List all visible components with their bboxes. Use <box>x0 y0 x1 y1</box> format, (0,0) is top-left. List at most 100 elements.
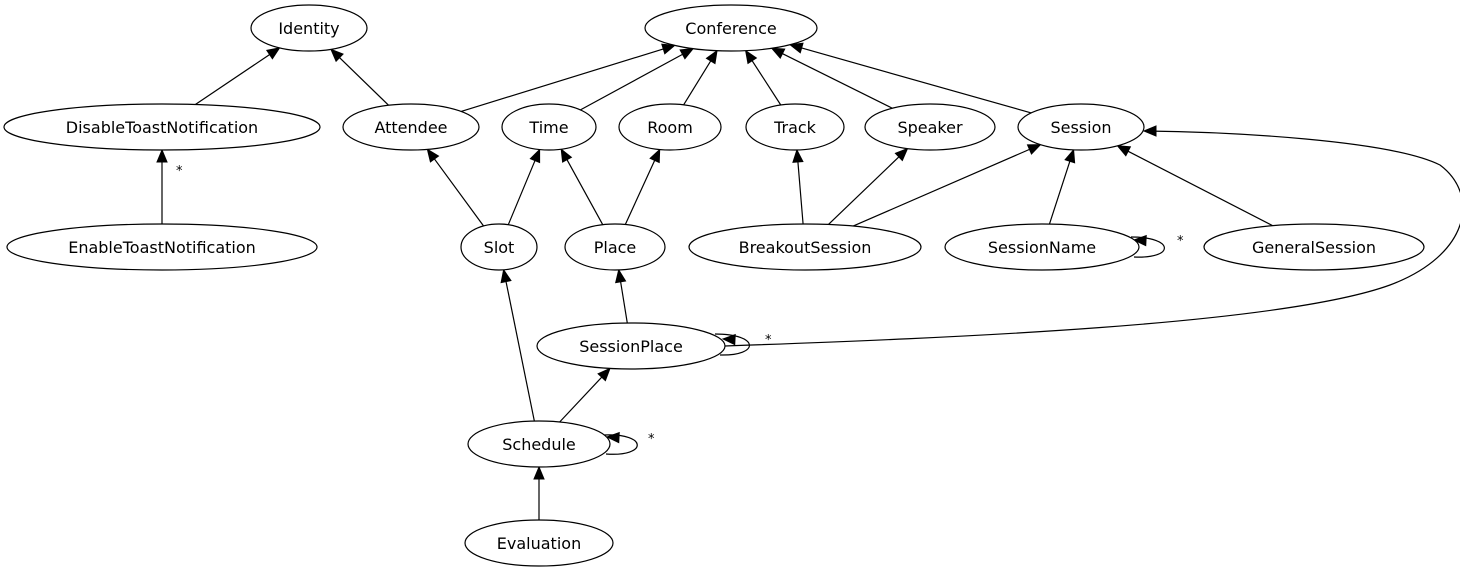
node-shape <box>501 103 597 151</box>
edge-line <box>781 52 893 109</box>
arrowhead <box>1026 144 1042 155</box>
node-shape <box>342 103 480 151</box>
multiplicity-label: * <box>765 333 772 348</box>
node-label: GeneralSession <box>1252 238 1376 257</box>
node-label: Schedule <box>502 435 576 454</box>
edge-line <box>460 48 665 113</box>
node-shape <box>644 4 818 52</box>
arrowhead <box>1132 234 1147 247</box>
edge-sessionplace-to-place <box>615 268 628 324</box>
edge-line <box>580 53 684 111</box>
edge-session-to-conference <box>788 42 1032 114</box>
arrowhead <box>1064 148 1076 164</box>
node-label: EnableToastNotification <box>68 238 256 257</box>
arrowhead <box>705 49 718 65</box>
node-label: Time <box>528 118 568 137</box>
edge-slot-to-attendee <box>426 148 485 227</box>
node-shape <box>1203 223 1425 271</box>
node-shape <box>618 103 722 151</box>
edge-room-to-conference <box>683 49 718 106</box>
node-time: Time <box>501 103 597 151</box>
node-breakout: BreakoutSession <box>688 223 922 271</box>
arrowhead <box>792 148 804 163</box>
edge-schedule-to-sessionplace <box>559 367 611 423</box>
nodes-layer: Identity ConferenceDisableToastNotificati… <box>3 4 1425 567</box>
edge-line <box>1048 160 1071 225</box>
node-label: Slot <box>484 238 515 257</box>
edge-place-to-time <box>560 148 604 225</box>
edge-slot-to-time <box>507 148 541 225</box>
node-evaluation: Evaluation <box>464 519 614 567</box>
node-shape <box>745 103 845 151</box>
arrowhead <box>156 148 168 163</box>
arrowhead <box>649 148 661 164</box>
edge-line <box>559 376 603 423</box>
arrowhead <box>597 367 611 382</box>
edge-evaluation-to-schedule <box>533 465 545 520</box>
node-identity: Identity <box>250 4 368 52</box>
multiplicity-label: * <box>176 164 183 179</box>
arrowhead <box>744 49 758 65</box>
node-label: Attendee <box>374 118 447 137</box>
node-disabletoast: DisableToastNotification <box>3 103 321 151</box>
node-slot: Slot <box>460 223 538 271</box>
node-session: Session <box>1017 103 1145 151</box>
edge-schedule-to-slot <box>500 268 535 422</box>
node-label: Track <box>773 118 817 137</box>
node-label: DisableToastNotification <box>66 118 258 137</box>
node-shape <box>464 519 614 567</box>
arrowhead <box>330 48 344 63</box>
edge-generalsession-to-session <box>1116 145 1273 227</box>
node-label: Session <box>1050 118 1111 137</box>
edge-line <box>565 158 604 225</box>
edge-line <box>797 160 804 225</box>
node-label: Room <box>647 118 693 137</box>
arrowhead <box>560 148 573 163</box>
arrowhead <box>770 47 786 59</box>
node-generalsession: GeneralSession <box>1203 223 1425 271</box>
arrowhead <box>615 268 627 284</box>
node-shape <box>688 223 922 271</box>
edge-breakout-to-speaker <box>828 147 909 225</box>
arrowhead <box>529 148 541 164</box>
node-label: SessionPlace <box>579 337 683 356</box>
edge-enabletoast-to-disabletoast: * <box>156 148 183 224</box>
node-shape <box>3 103 321 151</box>
edge-attendee-to-conference <box>460 43 676 113</box>
edge-line <box>624 159 656 225</box>
node-label: SessionName <box>988 238 1096 257</box>
node-shape <box>1017 103 1145 151</box>
node-label: Identity <box>278 19 339 38</box>
node-shape <box>944 223 1140 271</box>
edge-line <box>505 280 535 422</box>
edge-line <box>195 53 271 106</box>
edge-line <box>433 157 485 227</box>
node-schedule: Schedule <box>467 420 611 468</box>
node-label: Place <box>594 238 637 257</box>
edge-breakout-to-track <box>792 148 804 225</box>
node-sessionname: SessionName <box>944 223 1140 271</box>
edge-place-to-room <box>624 148 661 225</box>
node-label: Speaker <box>897 118 963 137</box>
node-track: Track <box>745 103 845 151</box>
edge-disabletoast-to-identity <box>195 47 281 106</box>
edge-breakout-to-session <box>852 144 1042 227</box>
node-enabletoast: EnableToastNotification <box>6 223 318 271</box>
arrowhead <box>679 48 695 60</box>
node-shape <box>460 223 538 271</box>
arrowhead <box>1142 125 1157 137</box>
node-shape <box>564 223 666 271</box>
edge-line <box>852 148 1031 227</box>
edge-time-to-conference <box>580 48 695 111</box>
arrowhead <box>500 268 512 284</box>
node-shape <box>250 4 368 52</box>
node-sessionplace: SessionPlace <box>536 322 726 370</box>
node-room: Room <box>618 103 722 151</box>
edge-line <box>800 47 1032 114</box>
edge-line <box>828 155 901 225</box>
edge-sessionplace-to-session <box>724 125 1460 347</box>
node-attendee: Attendee <box>342 103 480 151</box>
edge-line <box>683 59 712 106</box>
arrowhead <box>788 42 804 54</box>
node-conference: Conference <box>644 4 818 52</box>
